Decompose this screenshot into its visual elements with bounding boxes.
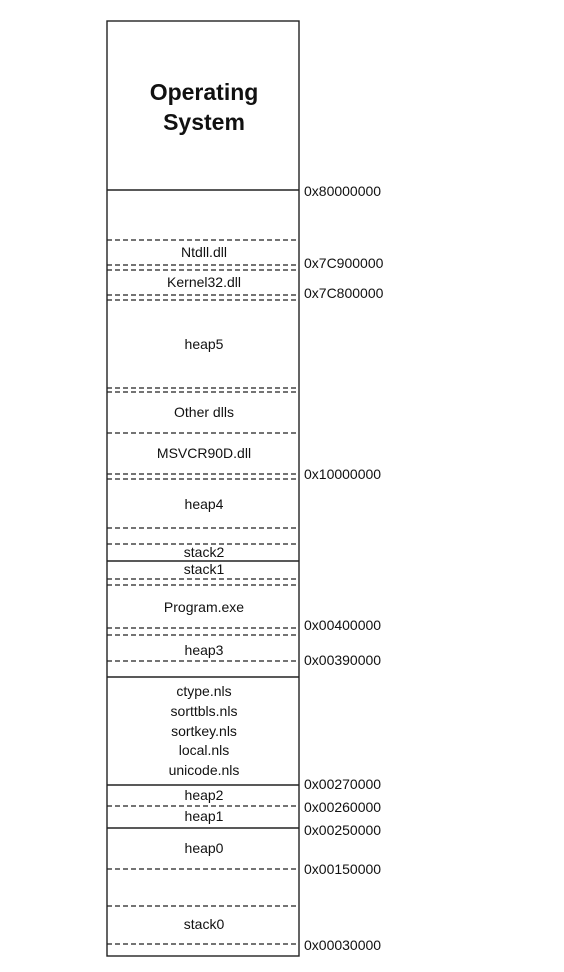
region-program-exe: Program.exe <box>164 599 244 615</box>
region-ntdll: Ntdll.dll <box>181 244 227 260</box>
region-stack1: stack1 <box>184 561 225 577</box>
address-label-10000000: 0x10000000 <box>304 466 381 482</box>
address-label-00250000: 0x00250000 <box>304 822 381 838</box>
address-label-00150000: 0x00150000 <box>304 861 381 877</box>
os-title-line1: Operating <box>150 79 259 105</box>
address-label-80000000: 0x80000000 <box>304 183 381 199</box>
address-label-7C900000: 0x7C900000 <box>304 255 384 271</box>
address-label-00390000: 0x00390000 <box>304 652 381 668</box>
region-nls-unicode: unicode.nls <box>169 762 240 778</box>
region-nls-sorttbls: sorttbls.nls <box>171 703 238 719</box>
region-nls-sortkey: sortkey.nls <box>171 723 237 739</box>
region-heap1: heap1 <box>185 808 224 824</box>
region-stack0: stack0 <box>184 916 225 932</box>
region-heap0: heap0 <box>185 840 224 856</box>
region-other-dlls: Other dlls <box>174 404 234 420</box>
address-label-7C800000: 0x7C800000 <box>304 285 384 301</box>
region-nls-ctype: ctype.nls <box>176 683 231 699</box>
region-heap5: heap5 <box>185 336 224 352</box>
region-msvcr90d: MSVCR90D.dll <box>157 445 251 461</box>
os-title-line2: System <box>163 109 245 135</box>
address-label-00400000: 0x00400000 <box>304 617 381 633</box>
region-heap2: heap2 <box>185 787 224 803</box>
region-stack2: stack2 <box>184 544 225 560</box>
address-label-00260000: 0x00260000 <box>304 799 381 815</box>
address-label-00270000: 0x00270000 <box>304 776 381 792</box>
region-kernel32: Kernel32.dll <box>167 274 241 290</box>
region-nls-local: local.nls <box>179 742 230 758</box>
region-heap4: heap4 <box>185 496 224 512</box>
address-label-00030000: 0x00030000 <box>304 937 381 953</box>
memory-column-border <box>106 20 300 957</box>
region-heap3: heap3 <box>185 642 224 658</box>
